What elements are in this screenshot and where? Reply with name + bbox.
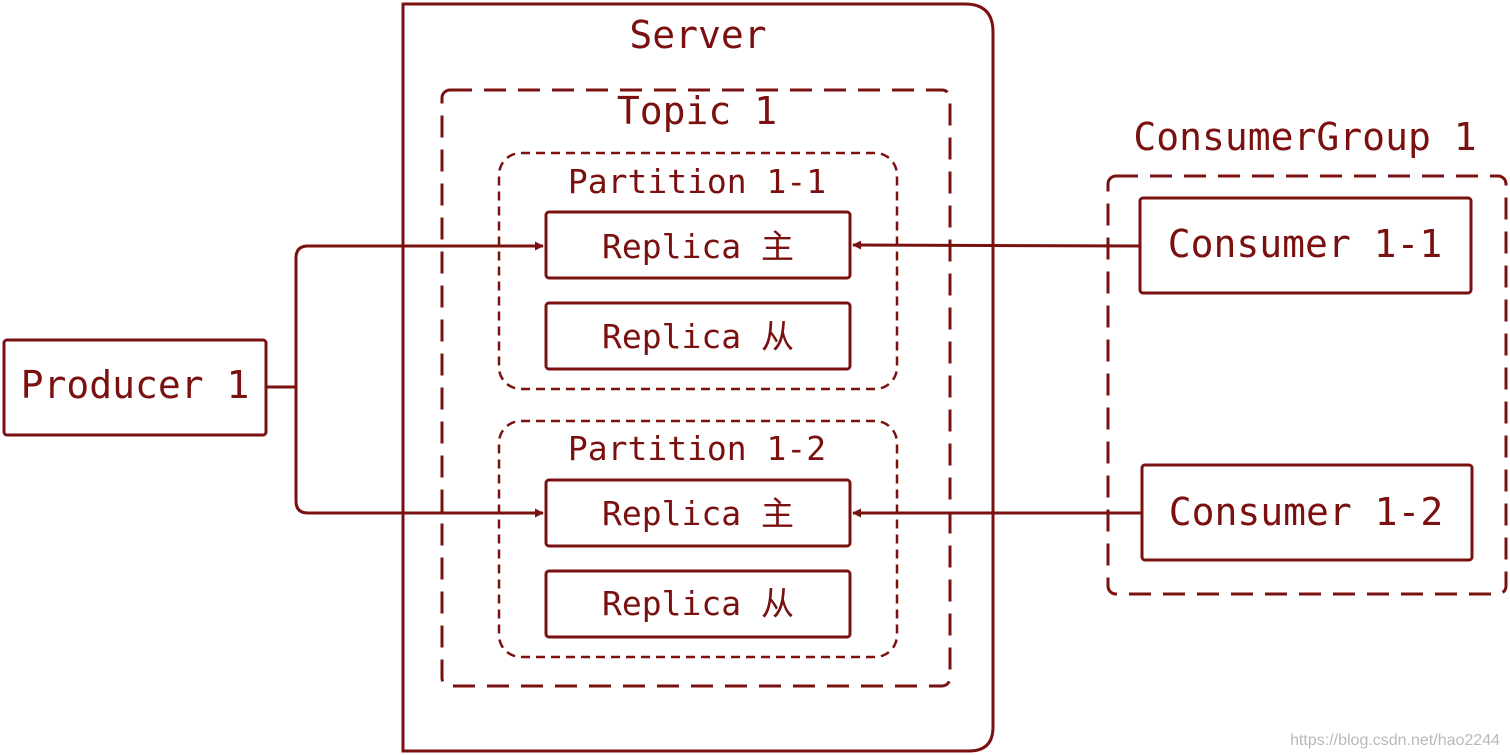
server-outline — [401, 2, 995, 753]
edge-consumer-1-1-to-partition-1-1 — [852, 240, 1141, 250]
consumer-label: Consumer 1-1 — [1168, 222, 1443, 266]
consumer-group-box: ConsumerGroup 1 Consumer 1-1 Consumer 1-… — [1106, 115, 1508, 596]
producer-label: Producer 1 — [21, 363, 250, 407]
replica-box — [544, 478, 852, 548]
replica-label: Replica 主 — [602, 227, 794, 266]
consumer-label: Consumer 1-2 — [1169, 490, 1444, 534]
edges — [266, 240, 1142, 518]
consumer-group-outline — [1106, 174, 1508, 596]
replica-label: Replica 主 — [602, 494, 794, 533]
partition-label: Partition 1-2 — [568, 429, 826, 468]
edge-producer-to-partition-1-1 — [266, 241, 544, 389]
replica-box — [544, 210, 852, 280]
topic-outline — [440, 88, 952, 688]
partition-outline — [497, 419, 899, 659]
replica-box — [544, 569, 852, 639]
partition-label: Partition 1-1 — [568, 162, 826, 201]
consumer-group-label: ConsumerGroup 1 — [1133, 115, 1476, 159]
replica-label: Replica 从 — [602, 317, 794, 356]
topic-box: Topic 1 — [440, 88, 952, 688]
partition-box: Partition 1-1 Replica 主 Replica 从 — [497, 151, 899, 391]
edge-producer-to-partition-1-2 — [294, 387, 544, 518]
server-label: Server — [629, 13, 766, 57]
partition-box: Partition 1-2 Replica 主 Replica 从 — [497, 419, 899, 659]
topic-label: Topic 1 — [617, 89, 777, 133]
partition-outline — [497, 151, 899, 391]
producer-box: Producer 1 — [2, 338, 268, 437]
replica-box — [544, 301, 852, 371]
watermark-text: https://blog.csdn.net/hao2244 — [1290, 732, 1500, 749]
replica-label: Replica 从 — [602, 584, 794, 623]
server-box: Server — [401, 2, 995, 753]
